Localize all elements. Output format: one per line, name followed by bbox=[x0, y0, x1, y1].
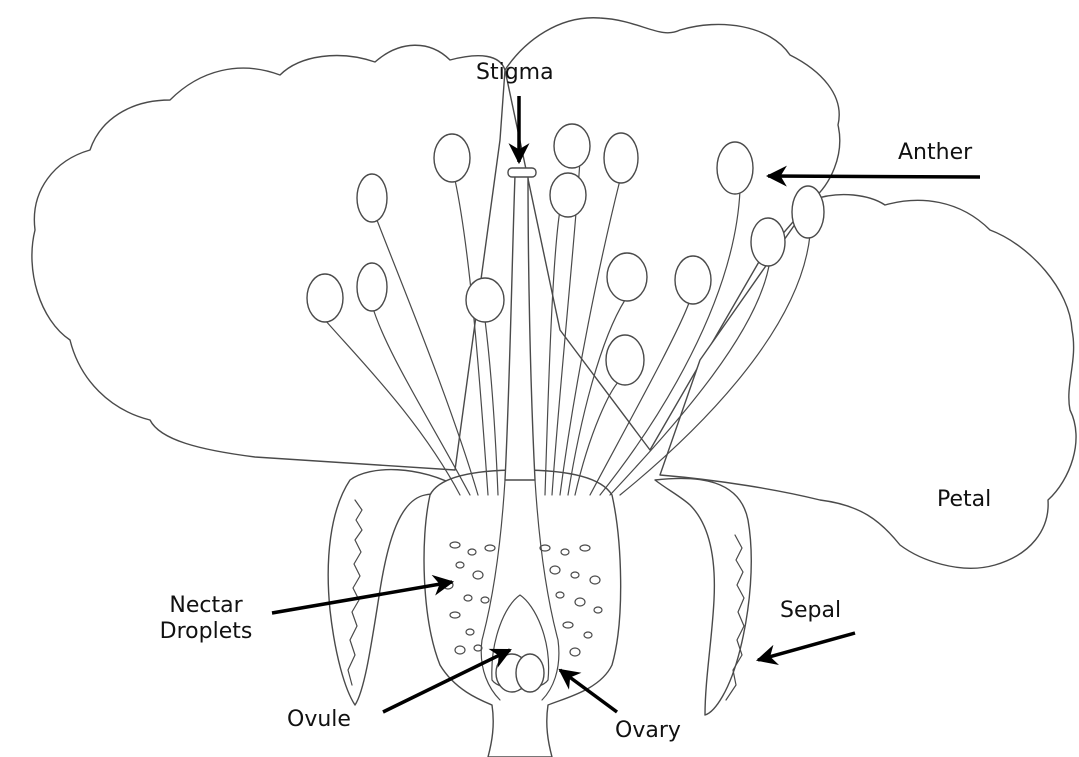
style bbox=[505, 175, 535, 480]
petal-label: Petal bbox=[937, 487, 991, 513]
ovule-shape bbox=[496, 654, 544, 692]
anther-arrow bbox=[768, 176, 980, 177]
anther-label: Anther bbox=[898, 140, 972, 166]
nectar-droplets-label: Nectar Droplets bbox=[146, 593, 266, 645]
stigma-tip bbox=[508, 168, 536, 177]
sepal-right bbox=[655, 478, 751, 715]
ovary-label: Ovary bbox=[615, 718, 681, 744]
ovule-label: Ovule bbox=[287, 707, 351, 733]
stigma-label: Stigma bbox=[476, 60, 554, 86]
petal-left bbox=[32, 45, 505, 470]
nectar-label-line2: Droplets bbox=[146, 619, 266, 645]
sepal-label: Sepal bbox=[780, 598, 841, 624]
nectar-label-line1: Nectar bbox=[146, 593, 266, 619]
receptacle bbox=[424, 470, 621, 757]
sepal-arrow bbox=[758, 633, 855, 660]
